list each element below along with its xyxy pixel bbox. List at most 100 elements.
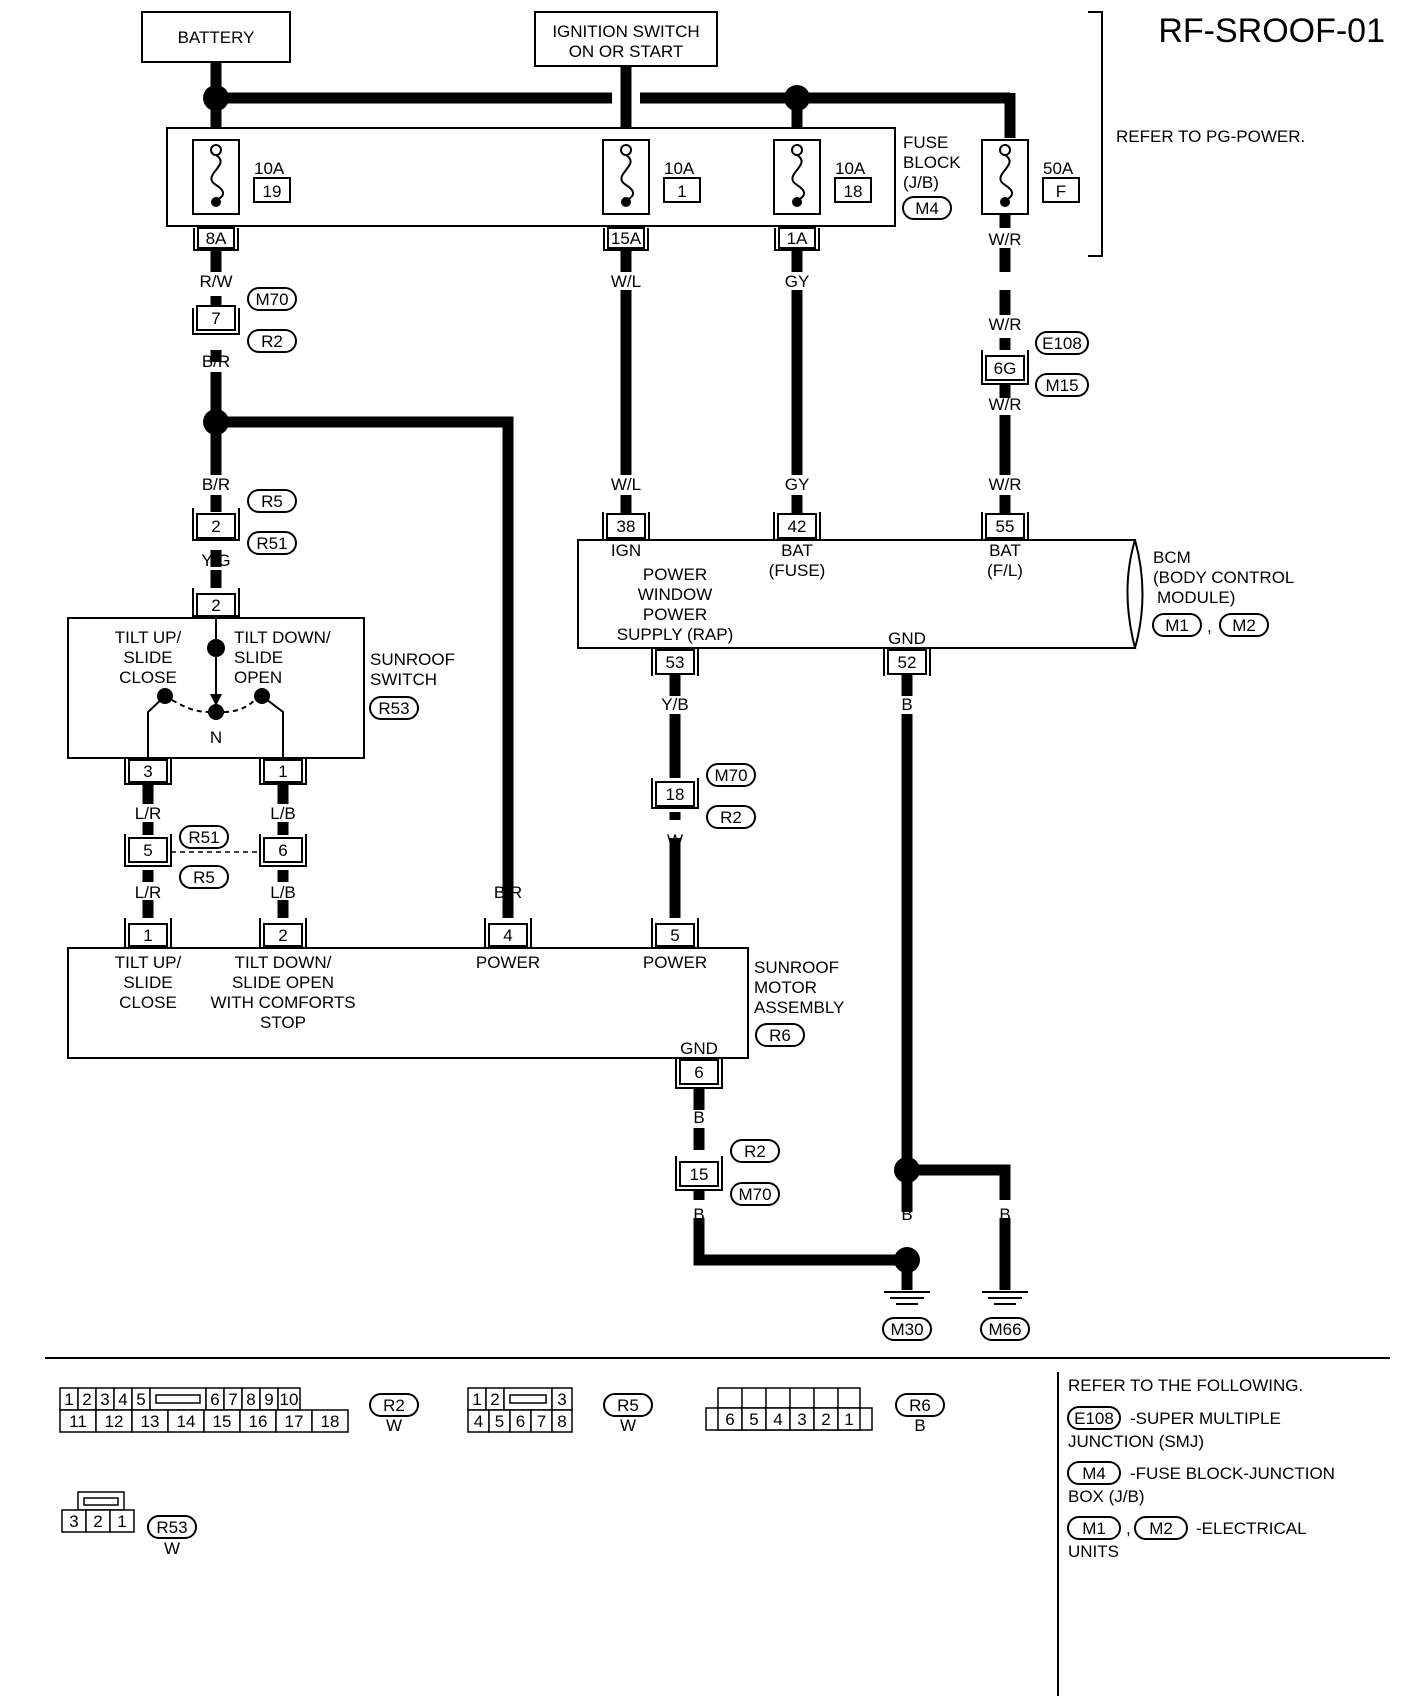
pin-number: 1 <box>472 1390 481 1409</box>
pin-number: 14 <box>177 1412 196 1431</box>
connector-label: R51 <box>188 828 219 847</box>
connector-latch-slot <box>155 1394 201 1404</box>
bcm-bat-fl-label: (F/L) <box>987 561 1023 580</box>
pin-label: 2 <box>211 517 220 536</box>
wire-color: W/L <box>611 475 641 494</box>
wire-color: W/R <box>988 395 1021 414</box>
switch-left-label: CLOSE <box>119 668 177 687</box>
wire-color: Y/G <box>201 551 230 570</box>
terminal-label: 1A <box>787 229 808 248</box>
splice-dot <box>784 85 810 111</box>
pin-number: 13 <box>141 1412 160 1431</box>
pin-label: 1 <box>143 926 152 945</box>
wire-color: L/R <box>135 804 161 823</box>
reference-text: -SUPER MULTIPLE <box>1130 1409 1281 1428</box>
connector-name: R2 <box>383 1396 405 1415</box>
pin-cell <box>311 1409 349 1433</box>
wire-color: B <box>999 1205 1010 1224</box>
separator: , <box>1126 1519 1131 1538</box>
pin-number: 4 <box>118 1390 127 1409</box>
terminal-label: 15A <box>611 229 642 248</box>
sunroof-switch-label: SWITCH <box>370 670 437 689</box>
pin-number: 17 <box>285 1412 304 1431</box>
splice-dot <box>894 1247 920 1273</box>
pin-number: 9 <box>264 1390 273 1409</box>
fuse-1: 10A 1 <box>602 139 701 215</box>
connector-latch-slot <box>509 1394 547 1404</box>
ignition-label-1: IGNITION SWITCH <box>552 22 699 41</box>
reference-heading: REFER TO THE FOLLOWING. <box>1068 1376 1303 1395</box>
connector-oval <box>369 1393 419 1417</box>
connector-label: M1 <box>1165 616 1189 635</box>
motor-label: ASSEMBLY <box>754 998 844 1017</box>
ignition-switch-box: IGNITION SWITCH ON OR START <box>534 11 718 67</box>
fuse-amp: 10A <box>254 159 285 178</box>
bcm-pwr-label: WINDOW <box>638 585 713 604</box>
connector-label: R5 <box>261 492 283 511</box>
pin-cell <box>109 1509 135 1533</box>
bcm-pwr-label: SUPPLY (RAP) <box>617 625 734 644</box>
motor-pin1-label: SLIDE <box>123 973 172 992</box>
pin-label: 42 <box>788 517 807 536</box>
wire-color: B <box>693 1108 704 1127</box>
bcm-bat-fuse-label: (FUSE) <box>769 561 826 580</box>
inline-connector-15: 15 R2 M70 <box>675 1139 780 1206</box>
bcm-label-3: MODULE) <box>1157 588 1235 607</box>
connector-name: R6 <box>909 1396 931 1415</box>
splice-dot <box>203 409 229 435</box>
sunroof-motor-assembly: 1 2 4 5 TILT UP/ SLIDE CLOSE TILT DOWN/ … <box>67 918 844 1089</box>
pin-label: 15 <box>690 1165 709 1184</box>
wire-color: B/R <box>494 883 522 902</box>
fuse-amp: 10A <box>835 159 866 178</box>
reference-text: UNITS <box>1068 1542 1119 1561</box>
motor-label: SUNROOF <box>754 958 839 977</box>
pin-number: 3 <box>557 1390 566 1409</box>
pin-cell <box>837 1407 861 1431</box>
bcm-gnd-label: GND <box>888 629 926 648</box>
motor-pin2-label: STOP <box>260 1013 306 1032</box>
pin-number: 6 <box>210 1390 219 1409</box>
connector-color: W <box>620 1416 636 1435</box>
switch-right-label: TILT DOWN/ <box>234 628 331 647</box>
pin-number: 4 <box>773 1410 782 1429</box>
pin-number: 1 <box>64 1390 73 1409</box>
bcm-module: BCM (BODY CONTROL MODULE) M1 , M2 38 42 … <box>577 512 1294 676</box>
wire-color-labels: R/W B/R B/R Y/G W/L W/L GY GY W/R W/R W/… <box>135 230 1022 1224</box>
inline-connector-6g: 6G E108 M15 <box>981 331 1089 397</box>
reference-text: -ELECTRICAL <box>1196 1519 1307 1538</box>
pin-label: 6 <box>278 841 287 860</box>
splice-dot <box>203 85 229 111</box>
pin-number: 5 <box>136 1390 145 1409</box>
connector-label: M15 <box>1045 376 1078 395</box>
pin-label: 1 <box>278 762 287 781</box>
wire-color: W/R <box>988 315 1021 334</box>
connector-oval <box>147 1515 197 1539</box>
pin-label: 18 <box>666 785 685 804</box>
inline-connector-7: 7 M70 R2 <box>192 287 297 353</box>
motor-pin2-label: SLIDE OPEN <box>232 973 334 992</box>
pin-number: 7 <box>228 1390 237 1409</box>
fuse-block-label-3: (J/B) <box>903 173 939 192</box>
reference-legend: REFER TO THE FOLLOWING. E108 -SUPER MULT… <box>1067 1376 1335 1561</box>
pin-label: 7 <box>211 309 220 328</box>
connector-label: R53 <box>378 699 409 718</box>
bcm-label-2: (BODY CONTROL <box>1153 568 1294 587</box>
pin-number: 8 <box>246 1390 255 1409</box>
connector-label: R6 <box>769 1026 791 1045</box>
pin-number: 3 <box>797 1410 806 1429</box>
pin-label: 52 <box>898 653 917 672</box>
motor-label: MOTOR <box>754 978 817 997</box>
fuse-block-label-1: FUSE <box>903 133 948 152</box>
wire-color: R/W <box>199 272 232 291</box>
wire-color: W <box>667 831 683 850</box>
ground-label: M30 <box>890 1320 923 1339</box>
fuse-block-label-2: BLOCK <box>903 153 961 172</box>
fuse-number: F <box>1056 182 1066 201</box>
pin-label: 2 <box>211 596 220 615</box>
fuse-f: 50A F <box>981 139 1080 228</box>
ground-m30: M30 <box>882 1291 932 1341</box>
pin-number: 4 <box>474 1412 483 1431</box>
